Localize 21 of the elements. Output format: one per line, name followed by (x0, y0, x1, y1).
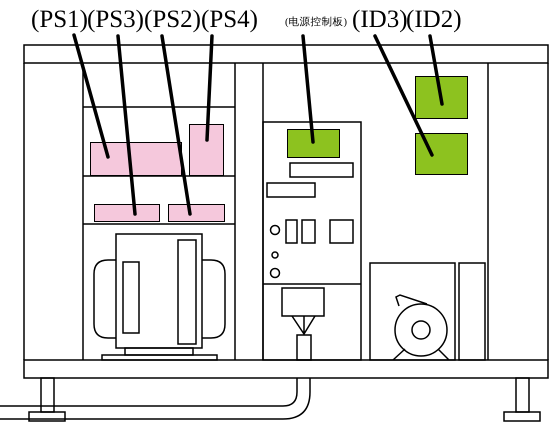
part-label: (ID2) (406, 7, 462, 34)
component-box (90, 142, 182, 176)
part-label: (PS2) (144, 7, 201, 34)
component-box (189, 124, 224, 176)
part-label: (PS4) (201, 7, 258, 34)
component-box (168, 204, 225, 222)
leader-line (205, 34, 214, 142)
component-box (415, 76, 468, 119)
leader-line (428, 34, 444, 106)
component-box (94, 204, 160, 222)
part-label: (PS3) (87, 7, 144, 34)
component-box (415, 133, 468, 175)
leader-line (116, 34, 137, 216)
part-label: (电源控制板) (285, 17, 347, 28)
part-label: (ID3) (352, 7, 408, 34)
leader-line (301, 34, 315, 144)
leader-line (373, 34, 434, 157)
part-label: (PS1) (31, 7, 88, 34)
component-box (287, 129, 340, 158)
leader-line (72, 33, 110, 159)
leader-line (160, 34, 192, 216)
